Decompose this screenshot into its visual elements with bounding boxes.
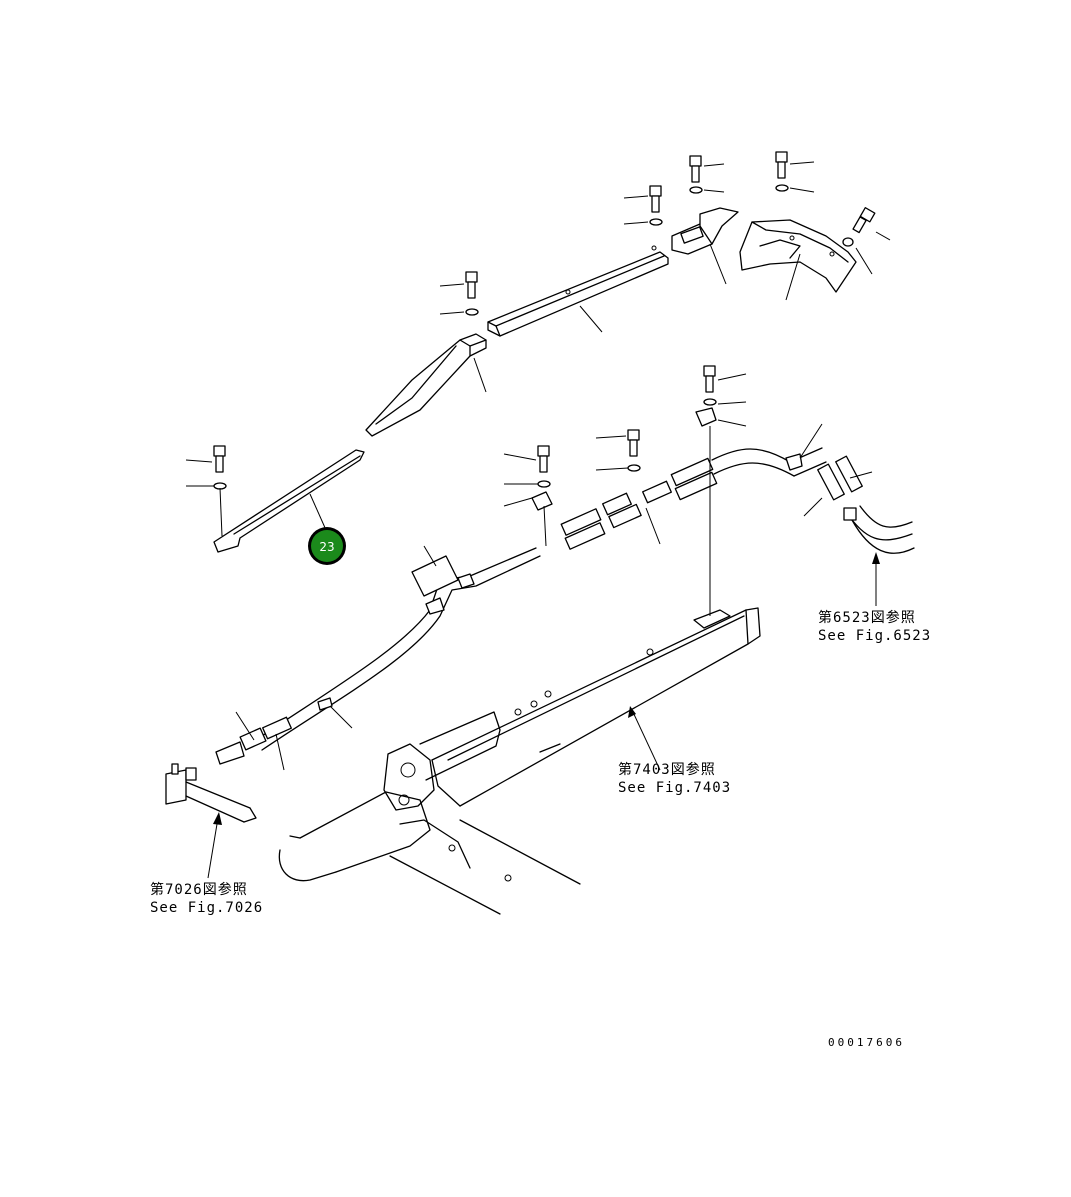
ref-7403-jp: 第7403図参照 — [618, 761, 716, 778]
ref-7403[interactable]: 第7403図参照 See Fig.7403 — [618, 761, 731, 796]
bracket-23 — [185, 449, 365, 553]
ref-6523-jp: 第6523図参照 — [818, 609, 916, 626]
boom-frame — [278, 607, 761, 915]
ref-7026[interactable]: 第7026図参照 See Fig.7026 — [150, 881, 263, 916]
ref-7026-jp: 第7026図参照 — [150, 881, 248, 898]
ref-6523[interactable]: 第6523図参照 See Fig.6523 — [818, 609, 931, 644]
callout-23[interactable]: 23 — [308, 527, 346, 565]
callout-23-fill — [311, 530, 343, 562]
figure-number: 00017606 — [828, 1036, 905, 1049]
leader-lines-upper — [439, 161, 891, 393]
ref-7403-en: See Fig.7403 — [618, 780, 731, 796]
callout-23-label: 23 — [319, 540, 334, 554]
upper-cover-group — [365, 207, 857, 437]
reference-arrows — [207, 552, 880, 879]
valve-block — [165, 763, 257, 823]
ref-7026-en: See Fig.7026 — [150, 900, 263, 916]
bolt-icon — [213, 151, 876, 490]
hose-line-group — [215, 373, 915, 771]
ref-6523-en: See Fig.6523 — [818, 628, 931, 644]
